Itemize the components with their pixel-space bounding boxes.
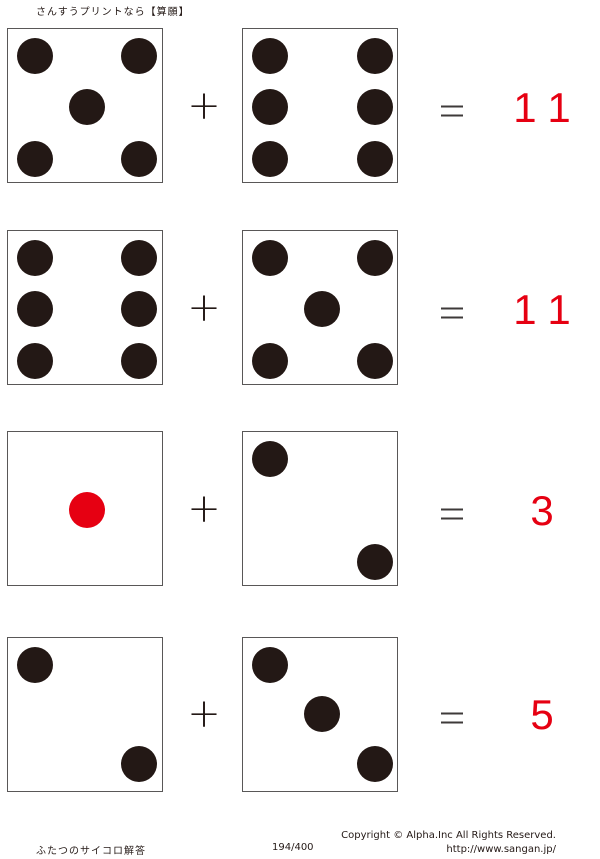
pip — [252, 343, 288, 379]
die-right-row-4 — [242, 637, 398, 792]
pip — [304, 696, 340, 732]
pip — [252, 240, 288, 276]
site-url: http://www.sangan.jp/ — [446, 844, 556, 855]
pip — [357, 89, 393, 125]
pip — [304, 291, 340, 327]
pip — [121, 746, 157, 782]
die-left-row-1 — [7, 28, 163, 183]
pip-red — [69, 492, 105, 528]
pip — [252, 141, 288, 177]
copyright-text: Copyright © Alpha.Inc All Rights Reserve… — [341, 830, 556, 841]
pip — [357, 141, 393, 177]
pip — [357, 746, 393, 782]
equals-sign — [441, 307, 463, 319]
die-left-row-3 — [7, 431, 163, 586]
pip — [252, 38, 288, 74]
pip — [17, 291, 53, 327]
die-right-row-2 — [242, 230, 398, 385]
pip — [121, 343, 157, 379]
answer-row-3: 3 — [530, 487, 568, 534]
pip — [121, 38, 157, 74]
answer-row-4: 5 — [530, 691, 568, 738]
answer-row-2: 11 — [513, 286, 585, 333]
equals-sign — [441, 712, 463, 724]
plus-sign: + — [187, 83, 221, 129]
pip — [252, 89, 288, 125]
pip — [17, 141, 53, 177]
die-left-row-4 — [7, 637, 163, 792]
pip — [252, 441, 288, 477]
pip — [17, 647, 53, 683]
plus-sign: + — [187, 486, 221, 532]
pip — [17, 343, 53, 379]
equals-sign — [441, 105, 463, 117]
page-header: さんすうプリントなら【算願】 — [36, 7, 190, 18]
die-left-row-2 — [7, 230, 163, 385]
pip — [17, 240, 53, 276]
pip — [357, 240, 393, 276]
footer-title: ふたつのサイコロ解答 — [36, 846, 146, 857]
die-right-row-1 — [242, 28, 398, 183]
equals-sign — [441, 508, 463, 520]
footer-copyright-block: Copyright © Alpha.Inc All Rights Reserve… — [341, 829, 556, 857]
pip — [121, 240, 157, 276]
page-number: 194/400 — [272, 842, 314, 853]
pip — [121, 141, 157, 177]
die-right-row-3 — [242, 431, 398, 586]
answer-row-1: 11 — [513, 84, 585, 131]
plus-sign: + — [187, 691, 221, 737]
pip — [69, 89, 105, 125]
pip — [17, 38, 53, 74]
plus-sign: + — [187, 285, 221, 331]
pip — [357, 544, 393, 580]
pip — [121, 291, 157, 327]
pip — [357, 38, 393, 74]
pip — [357, 343, 393, 379]
pip — [252, 647, 288, 683]
